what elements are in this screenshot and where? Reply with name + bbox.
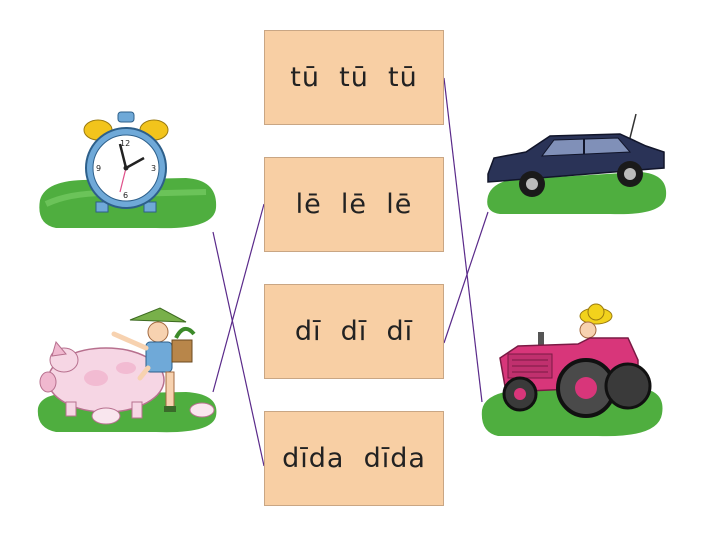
- syllable-card-tu[interactable]: tū tū tū: [264, 30, 444, 125]
- syllable-text: lē lē lē: [295, 189, 413, 220]
- line-car-to-di: [443, 211, 489, 344]
- line-clock-to-dida: [212, 231, 265, 467]
- line-pig-to-le: [212, 203, 265, 393]
- syllable-text: dīda dīda: [282, 443, 426, 474]
- car-picture[interactable]: [480, 112, 670, 218]
- syllable-text: dī dī dī: [294, 316, 414, 347]
- syllable-text: tū tū tū: [290, 62, 418, 93]
- syllable-card-di[interactable]: dī dī dī: [264, 284, 444, 379]
- syllable-card-dida[interactable]: dīda dīda: [264, 411, 444, 506]
- svg-text:12: 12: [120, 139, 130, 148]
- svg-text:3: 3: [151, 164, 156, 173]
- svg-text:9: 9: [96, 164, 101, 173]
- svg-text:6: 6: [123, 191, 128, 200]
- line-tractor-to-tu: [443, 77, 483, 403]
- alarm-clock-picture[interactable]: 12 3 6 9: [36, 108, 220, 234]
- syllable-card-le[interactable]: lē lē lē: [264, 157, 444, 252]
- tractor-picture[interactable]: [478, 300, 666, 442]
- pig-picture[interactable]: [36, 298, 220, 436]
